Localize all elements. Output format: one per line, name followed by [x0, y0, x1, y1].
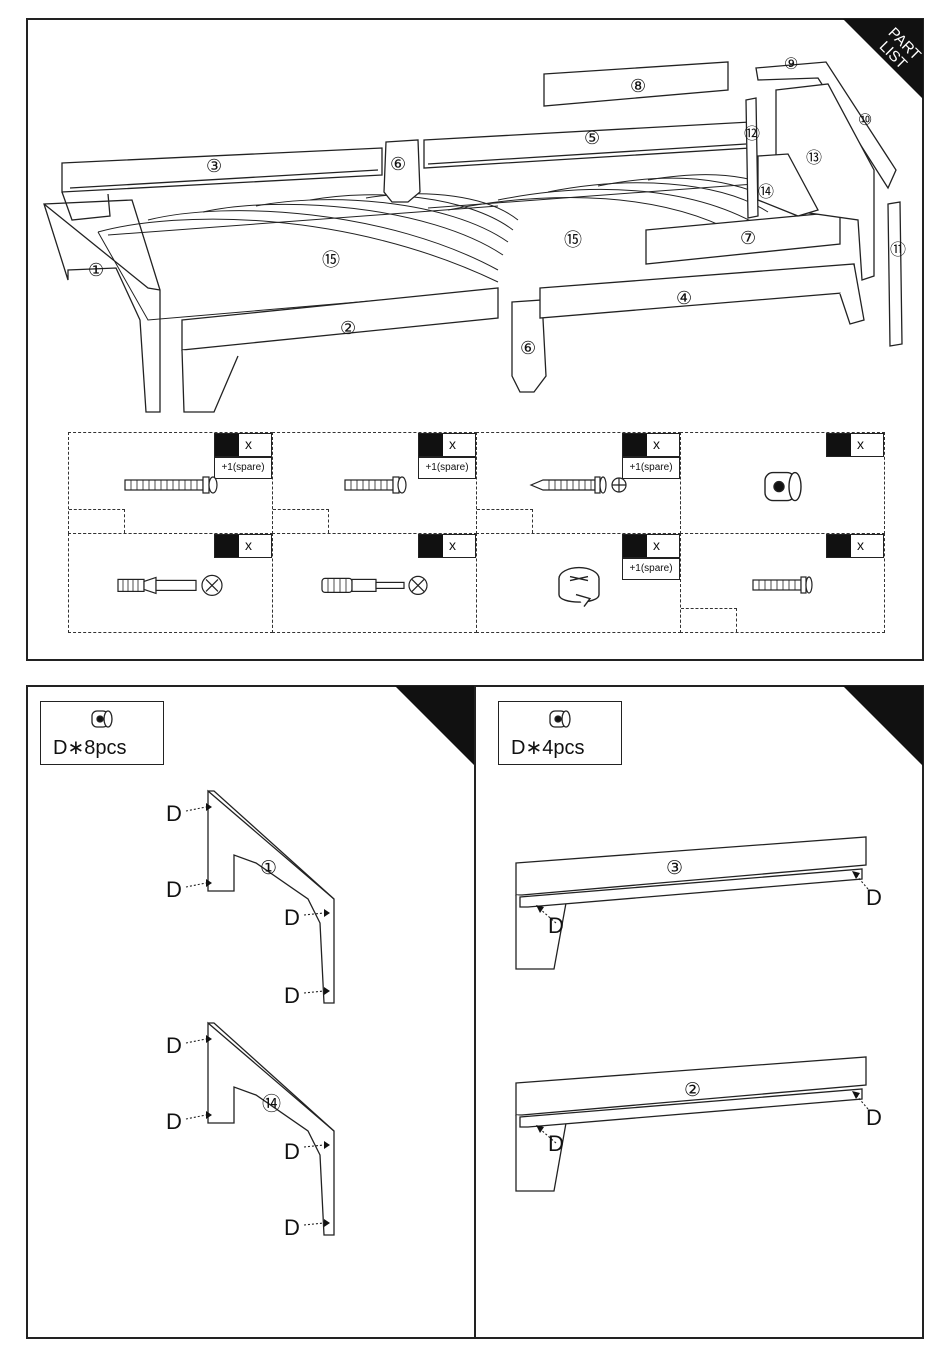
- part-number-14: ⑭: [758, 178, 774, 202]
- wood-screw-icon: [529, 475, 629, 495]
- part-number-11: ⑪: [890, 236, 906, 260]
- part-number-8: ⑧: [630, 76, 646, 97]
- part-number-7: ⑦: [740, 228, 756, 249]
- hardware-qty-7: x: [622, 534, 680, 558]
- callout-d: D: [866, 1105, 882, 1131]
- callout-d: D: [166, 801, 182, 827]
- callout-d: D: [548, 1131, 564, 1157]
- hardware-cell-8: x: [680, 533, 885, 633]
- callout-d: D: [866, 885, 882, 911]
- hardware-spare-2: +1(spare): [418, 457, 476, 479]
- cam-bolt-icon: [116, 573, 226, 597]
- part-number-15: ⑮: [322, 246, 340, 272]
- part-number-9: ⑨: [784, 54, 798, 74]
- cam-lock-icon: [554, 565, 604, 611]
- small-bolt-icon: [751, 575, 815, 595]
- hardware-spare-7: +1(spare): [622, 558, 680, 580]
- hardware-cell-7: x +1(spare): [476, 533, 681, 633]
- hardware-tab-1: [69, 509, 125, 533]
- bed-exploded-drawing: [28, 20, 924, 420]
- part-number-2: ②: [340, 318, 356, 339]
- callout-d: D: [548, 913, 564, 939]
- part-number-3: ③: [206, 156, 222, 177]
- part-number-5: ⑤: [584, 128, 600, 149]
- qty-blank: [827, 434, 851, 456]
- hardware-tab-2: [273, 509, 329, 533]
- rail-3-label: ③: [666, 857, 683, 880]
- callout-d: D: [284, 1215, 300, 1241]
- hardware-qty-4: x: [826, 433, 884, 457]
- part-number-10: ⑩: [858, 110, 872, 130]
- hardware-qty-3: x: [622, 433, 680, 457]
- qty-blank: [215, 434, 239, 456]
- part-number-6: ⑥: [390, 154, 406, 175]
- step-panel-left: D∗8pcs ① ⑭ D D D D D D D D: [26, 685, 476, 1339]
- callout-d: D: [284, 1139, 300, 1165]
- panel-1-label: ①: [260, 857, 277, 880]
- long-bolt-icon: [123, 475, 219, 495]
- hardware-tab-3: [477, 509, 533, 533]
- step-panel-right: D∗4pcs ③ ② D D D D: [474, 685, 924, 1339]
- hardware-cell-2: x +1(spare): [272, 432, 477, 534]
- end-panels-drawing: [28, 687, 474, 1327]
- part-number-12: ⑫: [744, 120, 760, 144]
- qty-blank: [623, 434, 647, 456]
- hardware-spare-1: +1(spare): [214, 457, 272, 479]
- panel-14-label: ⑭: [262, 1089, 281, 1116]
- hardware-cell-1: x +1(spare): [68, 432, 273, 534]
- dowel-nut-icon: [761, 469, 805, 505]
- qty-blank: [419, 434, 443, 456]
- qty-blank: [419, 535, 443, 557]
- hardware-qty-5: x: [214, 534, 272, 558]
- hardware-qty-8: x: [826, 534, 884, 558]
- callout-d: D: [166, 877, 182, 903]
- callout-d: D: [166, 1109, 182, 1135]
- qty-blank: [827, 535, 851, 557]
- part-number-1: ①: [88, 260, 104, 281]
- part-number-13: ⑬: [806, 144, 822, 168]
- hardware-spare-3: +1(spare): [622, 457, 680, 479]
- rails-drawing: [476, 687, 922, 1327]
- hardware-qty-2: x: [418, 433, 476, 457]
- part-number-4: ④: [676, 288, 692, 309]
- callout-d: D: [166, 1033, 182, 1059]
- hardware-cell-5: x: [68, 533, 273, 633]
- qty-blank: [623, 535, 647, 557]
- rail-2-label: ②: [684, 1079, 701, 1102]
- short-bolt-icon: [343, 475, 407, 495]
- part-number-15b: ⑮: [564, 226, 582, 252]
- hardware-cell-3: x +1(spare): [476, 432, 681, 534]
- callout-d: D: [284, 983, 300, 1009]
- connector-bolt-icon: [320, 573, 430, 597]
- hardware-tab-8: [681, 608, 737, 632]
- callout-d: D: [284, 905, 300, 931]
- hardware-cell-4: x: [680, 432, 885, 534]
- part-list-panel: PART LIST: [26, 18, 924, 661]
- part-number-6b: ⑥: [520, 338, 536, 359]
- qty-blank: [215, 535, 239, 557]
- hardware-cell-6: x: [272, 533, 477, 633]
- hardware-qty-6: x: [418, 534, 476, 558]
- hardware-qty-1: x: [214, 433, 272, 457]
